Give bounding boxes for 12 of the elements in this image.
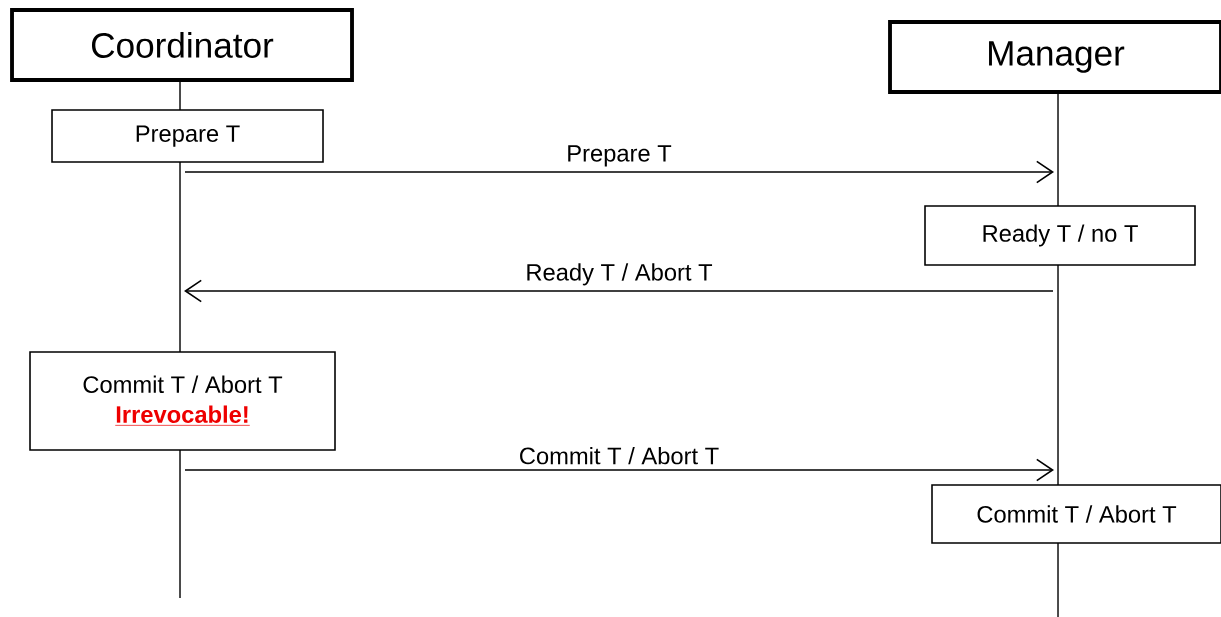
participant-box: Manager — [888, 20, 1221, 94]
action-box: Ready T / no T — [924, 205, 1196, 266]
action-box: Commit T / Abort T Irrevocable! — [29, 351, 336, 451]
action-box: Commit T / Abort T — [931, 484, 1221, 544]
message-arrow — [184, 279, 1054, 303]
message-arrow — [184, 160, 1054, 184]
action-box: Prepare T — [51, 109, 324, 163]
participant-box: Coordinator — [10, 8, 354, 82]
edge-label: Commit T / Abort T — [520, 446, 719, 465]
edge-label: Prepare T — [568, 145, 672, 167]
edge-label: Ready T / Abort T — [527, 263, 713, 286]
message-arrow — [184, 458, 1054, 482]
